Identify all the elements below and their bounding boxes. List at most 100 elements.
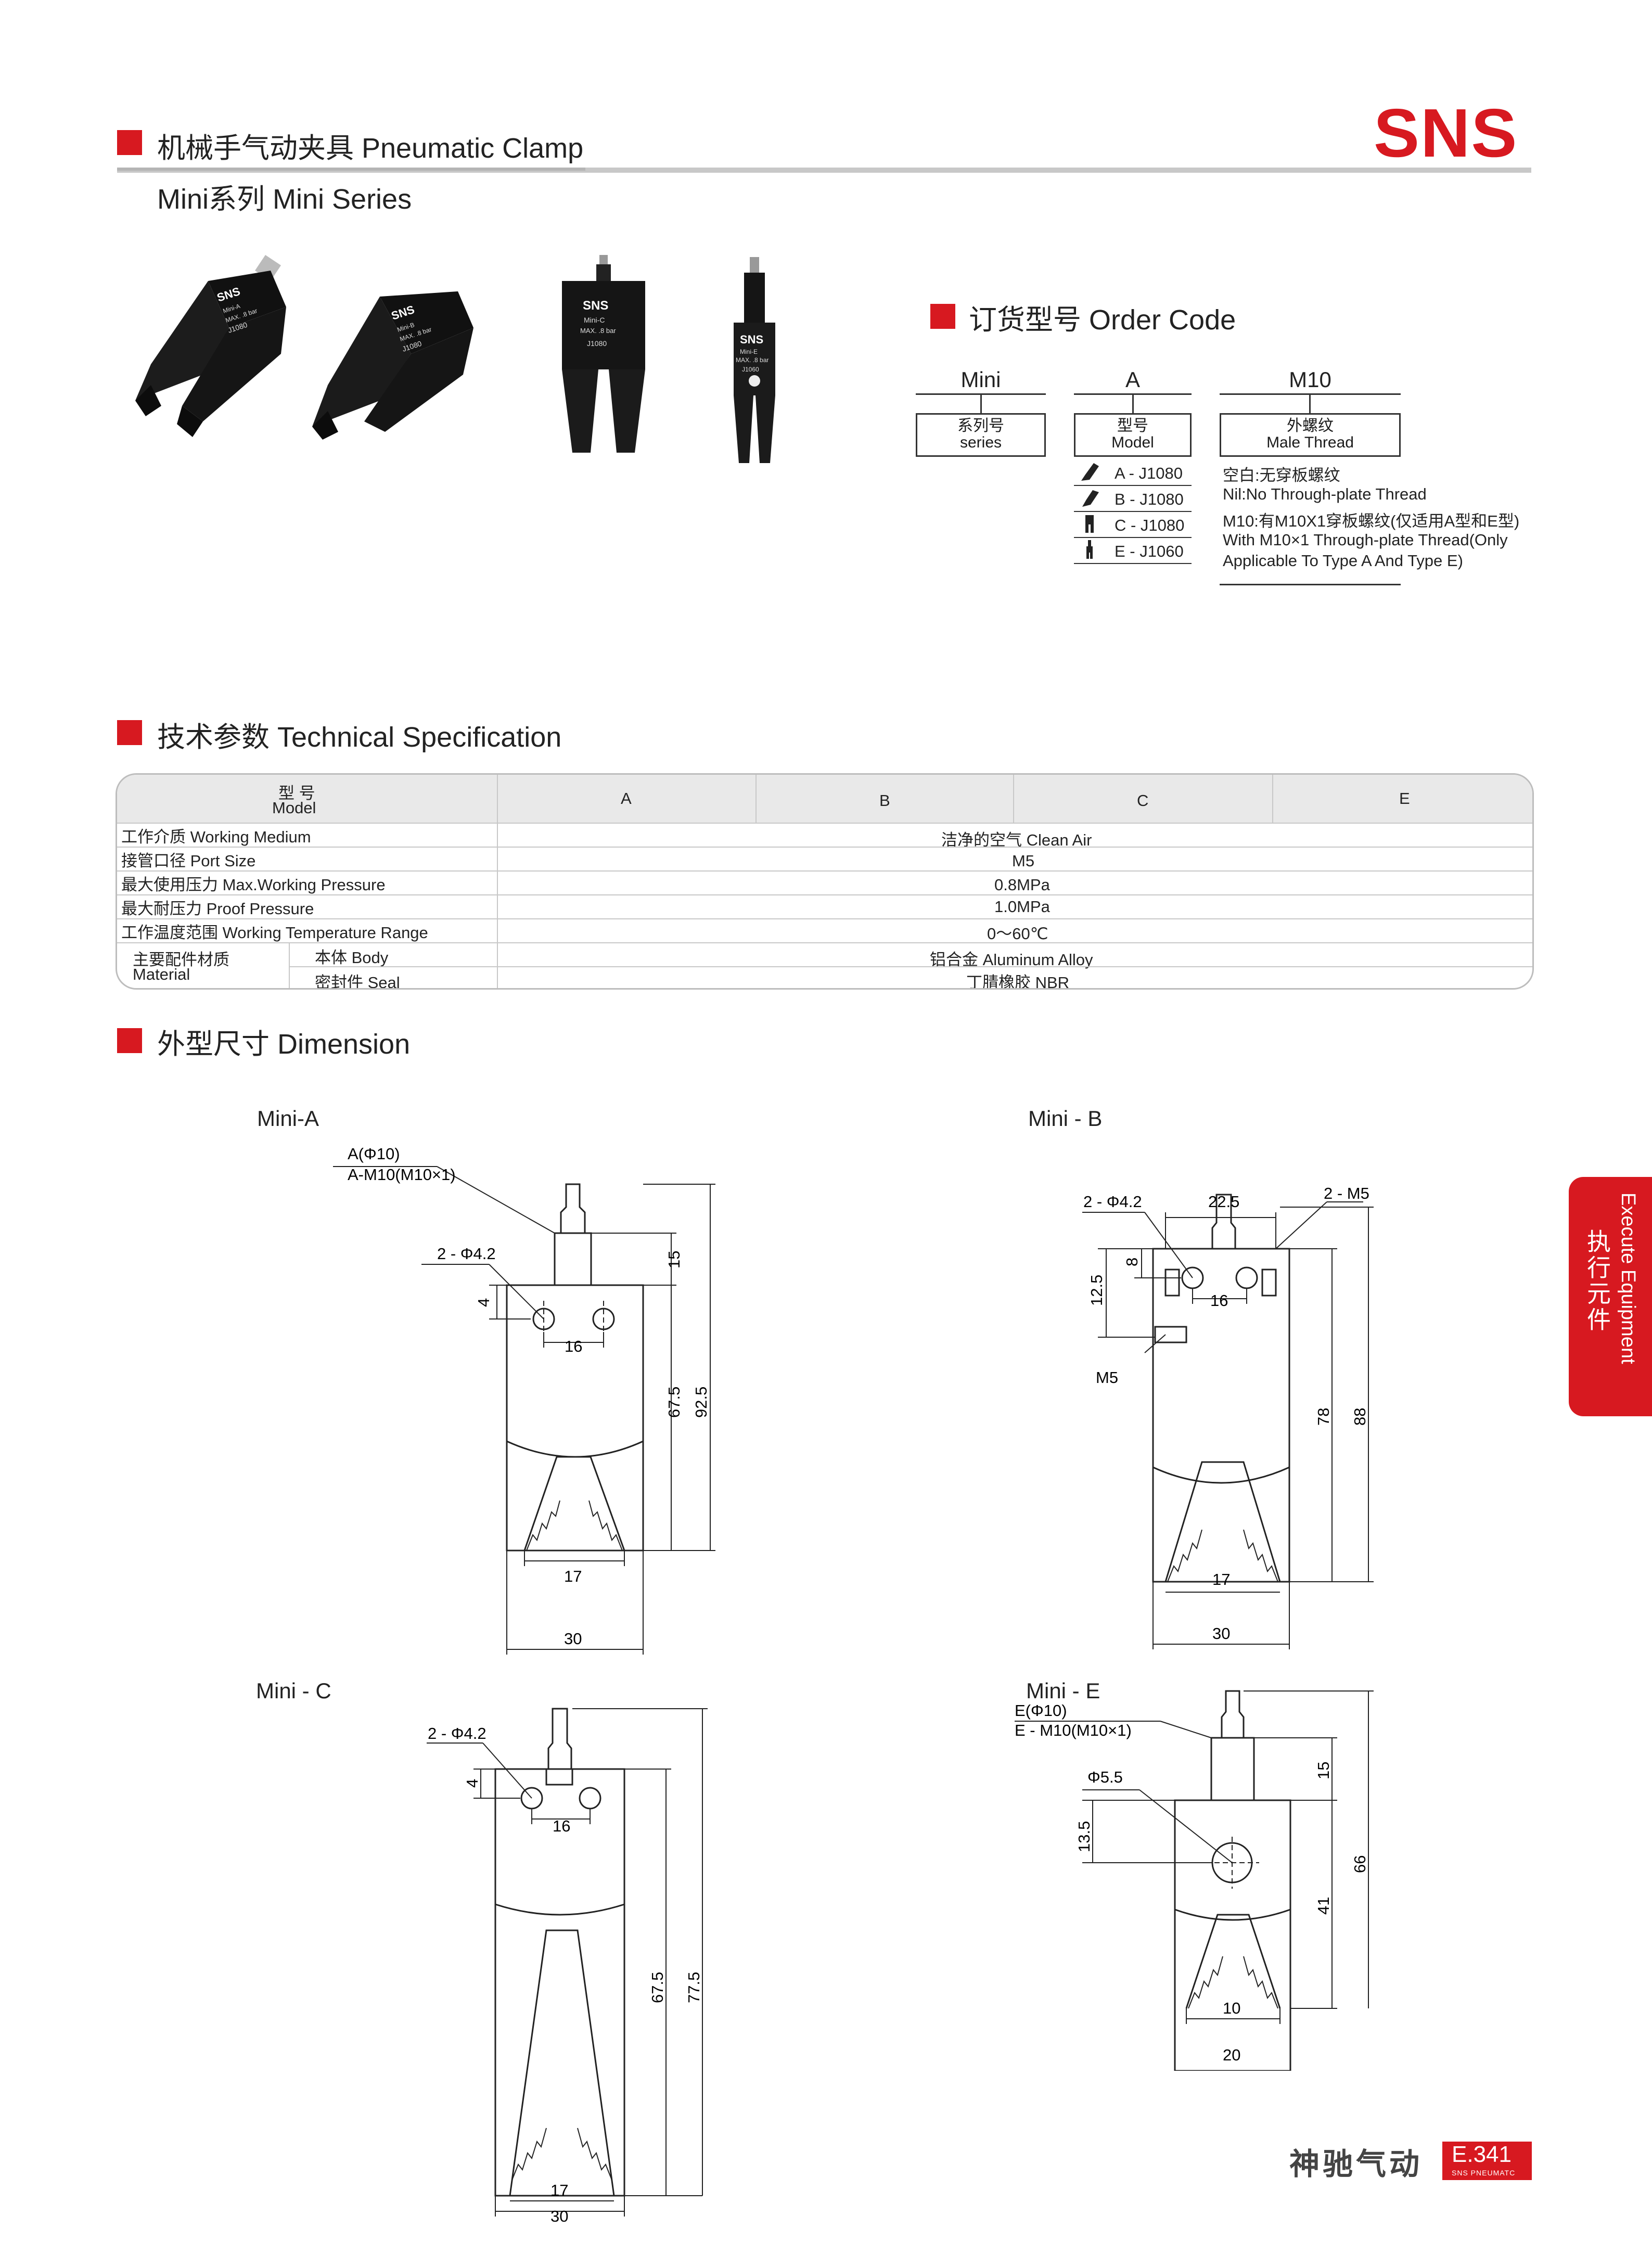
side-tab-label-en: Execute Equipment (1617, 1193, 1639, 1364)
clamp-body (494, 1768, 625, 2197)
product-model-text: Mini-E (740, 348, 758, 355)
order-code-underline (916, 393, 1046, 395)
drawing-mini-e: E(Φ10) E - M10(M10×1) Φ5.5 13.5 15 41 66… (1015, 1690, 1374, 2071)
dim-13-5: 13.5 (1075, 1821, 1093, 1852)
label-2-m5: 2 - M5 (1324, 1184, 1369, 1202)
spec-col-divider (497, 775, 498, 988)
spec-row-divider (117, 894, 1532, 895)
fitting-body (1210, 1737, 1255, 1801)
spec-col-c: C (1137, 791, 1149, 810)
order-code-model-box: 型号 Model (1074, 413, 1192, 457)
spec-body-value: 铝合金 Aluminum Alloy (930, 951, 1093, 969)
hose-nozzle (1221, 1690, 1245, 1739)
product-image-mini-a: SNS Mini-A MAX. .8 bar J1080 (135, 255, 286, 437)
dim-8: 8 (1123, 1258, 1141, 1266)
spec-col-b: B (879, 791, 890, 810)
jaw-teeth-outline (1164, 1461, 1281, 1582)
spec-row-label: 最大耐压力 Proof Pressure (121, 900, 314, 918)
dim-30: 30 (550, 2207, 568, 2222)
jaw-teeth-outline (509, 1929, 615, 2196)
order-code-thread-head: M10 (1289, 367, 1331, 392)
dim-30: 30 (1212, 1624, 1230, 1643)
order-code-underline (1220, 393, 1401, 395)
order-code-connector (1309, 394, 1311, 413)
spec-row-value: M5 (1012, 852, 1035, 870)
spec-model-label-cn: 型 号 (278, 784, 315, 802)
dim-41: 41 (1314, 1897, 1333, 1915)
brand-logo: SNS (1374, 95, 1518, 171)
dim-12-5: 12.5 (1087, 1275, 1106, 1306)
mount-hole (579, 1787, 601, 1810)
spec-table-header (117, 775, 1532, 823)
series-box-label-en: series (959, 434, 1002, 451)
jaw-curve (506, 1440, 644, 1458)
model-option-e: E - J1060 (1115, 542, 1184, 560)
spec-row-value: 0～60℃ (987, 925, 1048, 943)
spec-table: 型 号 Model A B C E 工作介质 Working Medium 洁净… (116, 773, 1534, 990)
spec-heading: 技术参数 Technical Specification (157, 722, 562, 753)
dim-78: 78 (1314, 1408, 1333, 1426)
hose-nozzle (560, 1183, 586, 1234)
model-divider (1074, 485, 1192, 486)
jaw-teeth-outline (523, 1456, 625, 1551)
order-code-thread-box: 外螺纹 Male Thread (1220, 413, 1401, 457)
drawing-mini-c: 2 - Φ4.2 4 16 67.5 77.5 17 30 (427, 1708, 708, 2222)
dim-66: 66 (1351, 1855, 1369, 1873)
dim-88: 88 (1351, 1408, 1369, 1426)
label-e-thread: E - M10(M10×1) (1015, 1721, 1132, 1739)
spec-row-divider (117, 918, 1532, 919)
spec-row-label: 工作温度范围 Working Temperature Range (121, 924, 428, 942)
product-code-text: J1080 (587, 339, 607, 348)
spec-row-divider (289, 966, 1532, 967)
product-image-mini-b: SNS Mini-B MAX. .8 bar J1080 (312, 291, 473, 440)
dimension-heading: 外型尺寸 Dimension (157, 1029, 411, 1060)
gripper-b-icon (1082, 490, 1099, 507)
dim-16: 16 (565, 1337, 582, 1355)
drawing-title-mini-c: Mini - C (256, 1679, 331, 1703)
spec-row-value: 洁净的空气 Clean Air (941, 831, 1092, 849)
spec-material-label-en: Material (133, 965, 190, 983)
spec-material-label-cn: 主要配件材质 (133, 951, 229, 969)
dim-10: 10 (1223, 1999, 1240, 2017)
section-marker (117, 720, 142, 745)
product-code-text: J1060 (742, 366, 759, 373)
clamp-body (506, 1284, 644, 1552)
model-divider (1074, 537, 1192, 538)
clamp-body (1174, 1799, 1291, 2071)
model-box-label-en: Model (1111, 434, 1154, 451)
spec-row-divider (117, 870, 1532, 872)
spec-row-label: 最大使用压力 Max.Working Pressure (121, 876, 386, 894)
spec-col-divider (1272, 775, 1273, 823)
section-marker (117, 130, 142, 155)
model-box-label-cn: 型号 (1117, 417, 1148, 434)
model-option-c: C - J1080 (1115, 516, 1185, 534)
label-hole: 2 - Φ4.2 (428, 1724, 486, 1743)
label-a-thread: A-M10(M10×1) (348, 1165, 456, 1184)
hose-nozzle (547, 1708, 572, 1770)
side-tab-execute-equipment[interactable]: Execute Equipment 执行元件 (1569, 1177, 1652, 1416)
dim-67-5: 67.5 (665, 1387, 683, 1418)
dim-92-5: 92.5 (692, 1387, 710, 1418)
dim-17: 17 (1212, 1570, 1230, 1588)
drawing-title-mini-b: Mini - B (1028, 1106, 1103, 1131)
series-box-label-cn: 系列号 (957, 417, 1004, 434)
spec-row-value: 1.0MPa (994, 898, 1050, 916)
thread-box-label-cn: 外螺纹 (1287, 417, 1334, 434)
dim-17: 17 (550, 2181, 568, 2199)
order-code-model-head: A (1125, 367, 1140, 392)
page-number-badge (1442, 2142, 1532, 2180)
footer-brand: 神驰气动 (1289, 2147, 1423, 2181)
model-option-a: A - J1080 (1115, 464, 1183, 482)
dim-4: 4 (463, 1779, 481, 1788)
gripper-e-icon (1086, 540, 1093, 559)
fitting-body (554, 1232, 592, 1286)
jaw-curve (495, 1903, 625, 1916)
drawing-title-mini-e: Mini - E (1026, 1679, 1100, 1703)
page-number: E.341 (1452, 2142, 1512, 2167)
header-divider (117, 168, 1531, 173)
order-code-connector (980, 394, 982, 413)
spec-body-label: 本体 Body (315, 949, 389, 967)
spec-col-divider (755, 775, 757, 823)
thread-note: Applicable To Type A And Type E) (1223, 552, 1463, 570)
side-port (1154, 1326, 1187, 1343)
